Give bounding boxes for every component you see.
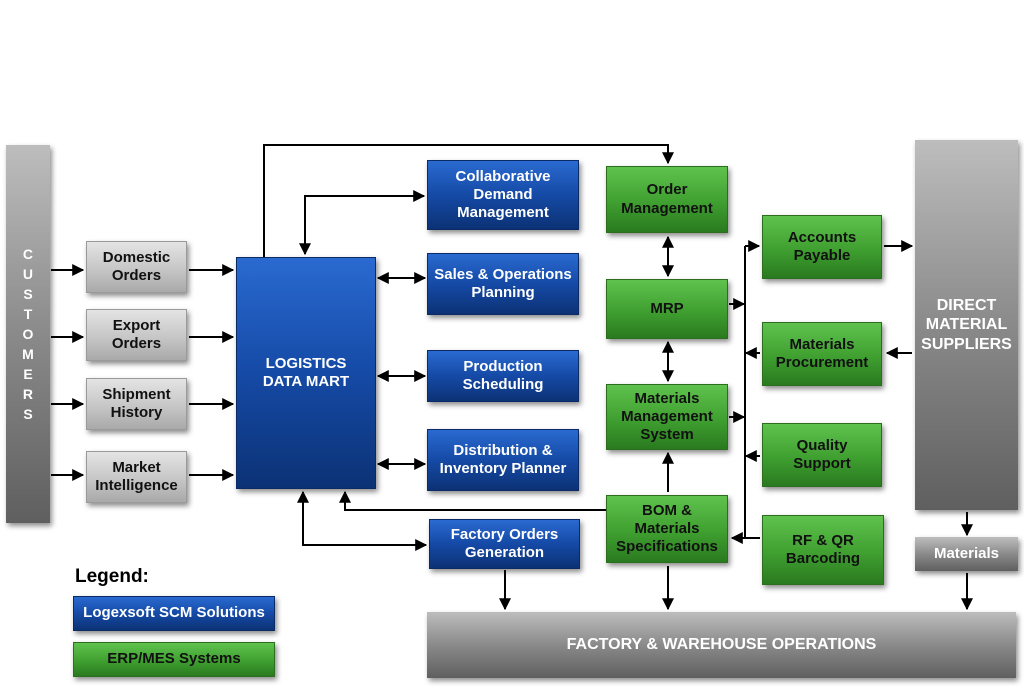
- customers-bar: C U S T O M E R S: [6, 145, 50, 523]
- legend-scm-swatch: Logexsoft SCM Solutions: [73, 596, 275, 631]
- direct-material-suppliers-box: DIRECT MATERIAL SUPPLIERS: [915, 140, 1018, 510]
- bom-specifications-box: BOM & Materials Specifications: [606, 495, 728, 563]
- export-orders-box: Export Orders: [86, 309, 187, 361]
- rf-qr-barcoding-box: RF & QR Barcoding: [762, 515, 884, 585]
- legend-title: Legend:: [75, 566, 149, 587]
- arrow-bom-mart: [339, 490, 606, 511]
- market-intelligence-box: Market Intelligence: [86, 451, 187, 503]
- factory-orders-box: Factory Orders Generation: [429, 519, 580, 569]
- domestic-orders-box: Domestic Orders: [86, 241, 187, 293]
- logistics-data-mart-box: LOGISTICS DATA MART: [236, 257, 376, 489]
- materials-management-box: Materials Management System: [606, 384, 728, 450]
- order-management-box: Order Management: [606, 166, 728, 233]
- shipment-history-box: Shipment History: [86, 378, 187, 430]
- materials-procurement-box: Materials Procurement: [762, 322, 882, 386]
- distribution-inventory-box: Distribution & Inventory Planner: [427, 429, 579, 491]
- arrow-mart-factory-orders: [297, 490, 428, 551]
- materials-box: Materials: [915, 537, 1018, 571]
- legend-erp-swatch: ERP/MES Systems: [73, 642, 275, 677]
- accounts-payable-box: Accounts Payable: [762, 215, 882, 279]
- collaborative-demand-box: Collaborative Demand Management: [427, 160, 579, 230]
- sales-operations-box: Sales & Operations Planning: [427, 253, 579, 315]
- factory-warehouse-box: FACTORY & WAREHOUSE OPERATIONS: [427, 612, 1016, 678]
- arrow-mart-order-management: [263, 144, 674, 257]
- mrp-box: MRP: [606, 279, 728, 339]
- production-scheduling-box: Production Scheduling: [427, 350, 579, 402]
- arrow-mart-collaborative: [299, 190, 426, 256]
- quality-support-box: Quality Support: [762, 423, 882, 487]
